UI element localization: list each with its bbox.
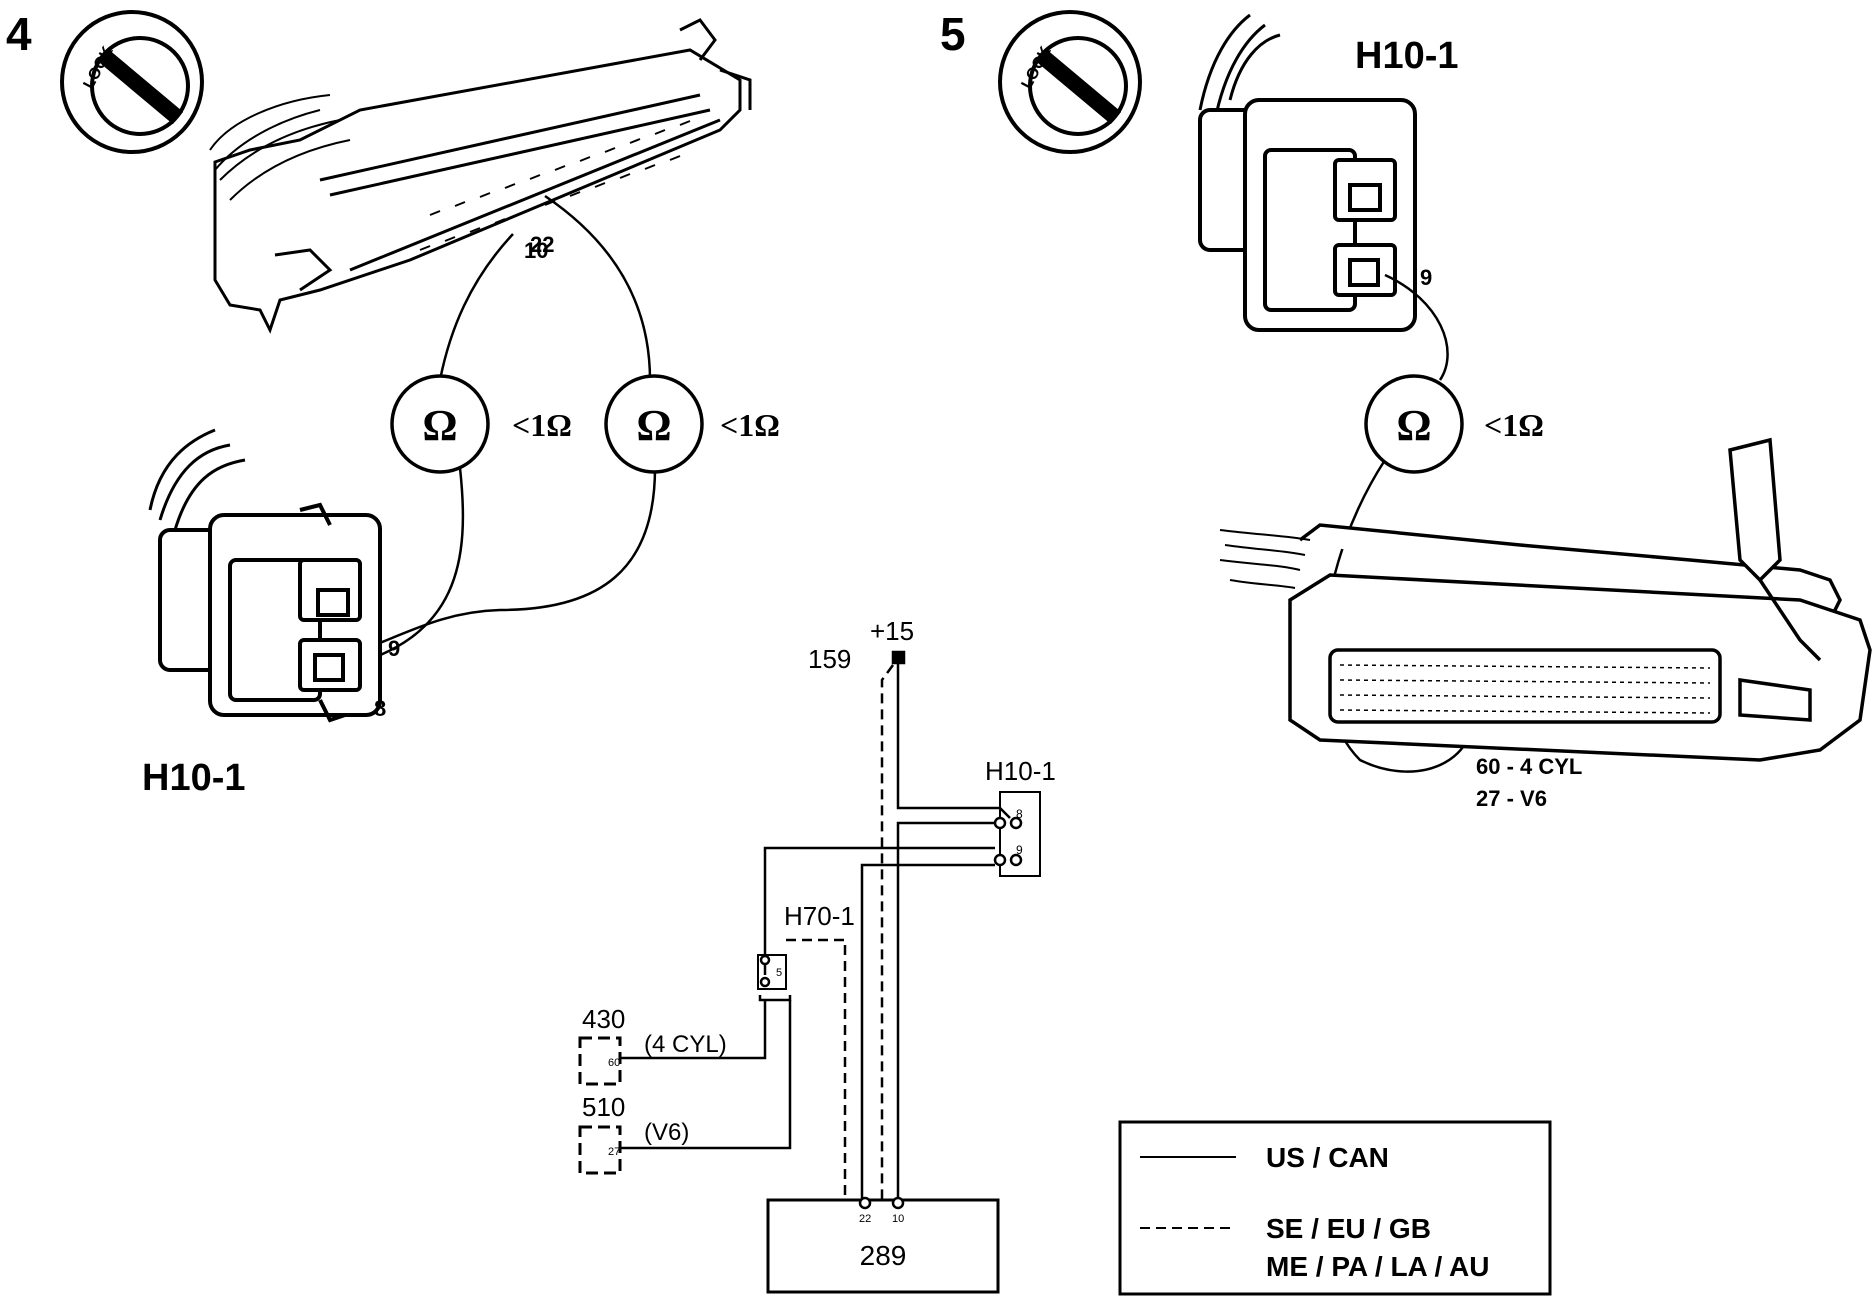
pin-22-label: 22 bbox=[530, 232, 554, 257]
schematic-labels: 159 +15 H10-1 8 9 H70-1 5 430 60 (4 CYL)… bbox=[582, 616, 1056, 1271]
component-430: 430 bbox=[582, 1004, 625, 1034]
module-pin-22: 22 bbox=[859, 1213, 871, 1225]
h10-pin-9: 9 bbox=[1016, 843, 1023, 857]
ohmmeter-2: Ω bbox=[604, 374, 704, 474]
step-5-panel: 5 LOCK H10-1 9 Ω bbox=[940, 8, 1872, 811]
h10-connector-drawing-left bbox=[148, 428, 382, 723]
step-4-panel: 4 LOCK 22 bbox=[6, 8, 780, 799]
pin-8-label: 8 bbox=[374, 696, 386, 721]
pin-10-label-visible: 10 bbox=[524, 238, 548, 263]
step-4-number: 4 bbox=[6, 8, 32, 60]
pin-9-label: 9 bbox=[388, 636, 400, 661]
probe-wires bbox=[329, 194, 657, 670]
h10-pin-8: 8 bbox=[1016, 807, 1023, 821]
ohmmeter-3: Ω bbox=[1364, 374, 1464, 474]
legend-dashed-label-2: ME / PA / LA / AU bbox=[1266, 1251, 1489, 1282]
ecu-pin-v6: 27 - V6 bbox=[1476, 786, 1547, 811]
module-289-label: 289 bbox=[860, 1240, 907, 1271]
component-510: 510 bbox=[582, 1092, 625, 1122]
module-pin-10: 10 bbox=[892, 1213, 904, 1225]
ohm-symbol-3: Ω bbox=[1396, 401, 1431, 450]
reading-3: <1Ω bbox=[1484, 407, 1544, 443]
ecu-pin-4cyl: 60 - 4 CYL bbox=[1476, 754, 1582, 779]
component-510-pin: 27 bbox=[608, 1146, 620, 1158]
legend-solid-label: US / CAN bbox=[1266, 1142, 1389, 1173]
connector-label-h10-left: H10-1 bbox=[142, 757, 246, 799]
schematic bbox=[578, 650, 1041, 1294]
ecu-connector-drawing bbox=[209, 18, 752, 334]
component-430-note: (4 CYL) bbox=[644, 1031, 727, 1058]
legend-dashed-label-1: SE / EU / GB bbox=[1266, 1213, 1431, 1244]
ohm-symbol-2: Ω bbox=[636, 401, 671, 450]
probe-wires-right bbox=[1322, 273, 1475, 773]
ignition-lock-icon: LOCK bbox=[60, 10, 204, 154]
reading-2: <1Ω bbox=[720, 407, 780, 443]
ignition-lock-icon: LOCK bbox=[998, 10, 1142, 154]
component-430-pin: 60 bbox=[608, 1057, 620, 1069]
step-5-number: 5 bbox=[940, 8, 966, 60]
h70-label: H70-1 bbox=[784, 901, 855, 931]
node-plus15: +15 bbox=[870, 616, 914, 646]
legend: US / CAN SE / EU / GB ME / PA / LA / AU bbox=[1118, 1120, 1552, 1296]
ecu-pin-grid bbox=[1339, 664, 1711, 714]
reading-1: <1Ω bbox=[512, 407, 572, 443]
node-159: 159 bbox=[808, 644, 851, 674]
h10-label: H10-1 bbox=[985, 756, 1056, 786]
h70-pin: 5 bbox=[776, 967, 782, 979]
ohm-symbol-1: Ω bbox=[422, 401, 457, 450]
pin-9-label-right: 9 bbox=[1420, 265, 1432, 290]
ecu-harness bbox=[1219, 529, 1311, 589]
connector-label-h10-right: H10-1 bbox=[1355, 35, 1459, 77]
h10-connector-drawing-right bbox=[1198, 13, 1417, 332]
component-510-note: (V6) bbox=[644, 1119, 689, 1146]
ohmmeter-1: Ω bbox=[390, 374, 490, 474]
